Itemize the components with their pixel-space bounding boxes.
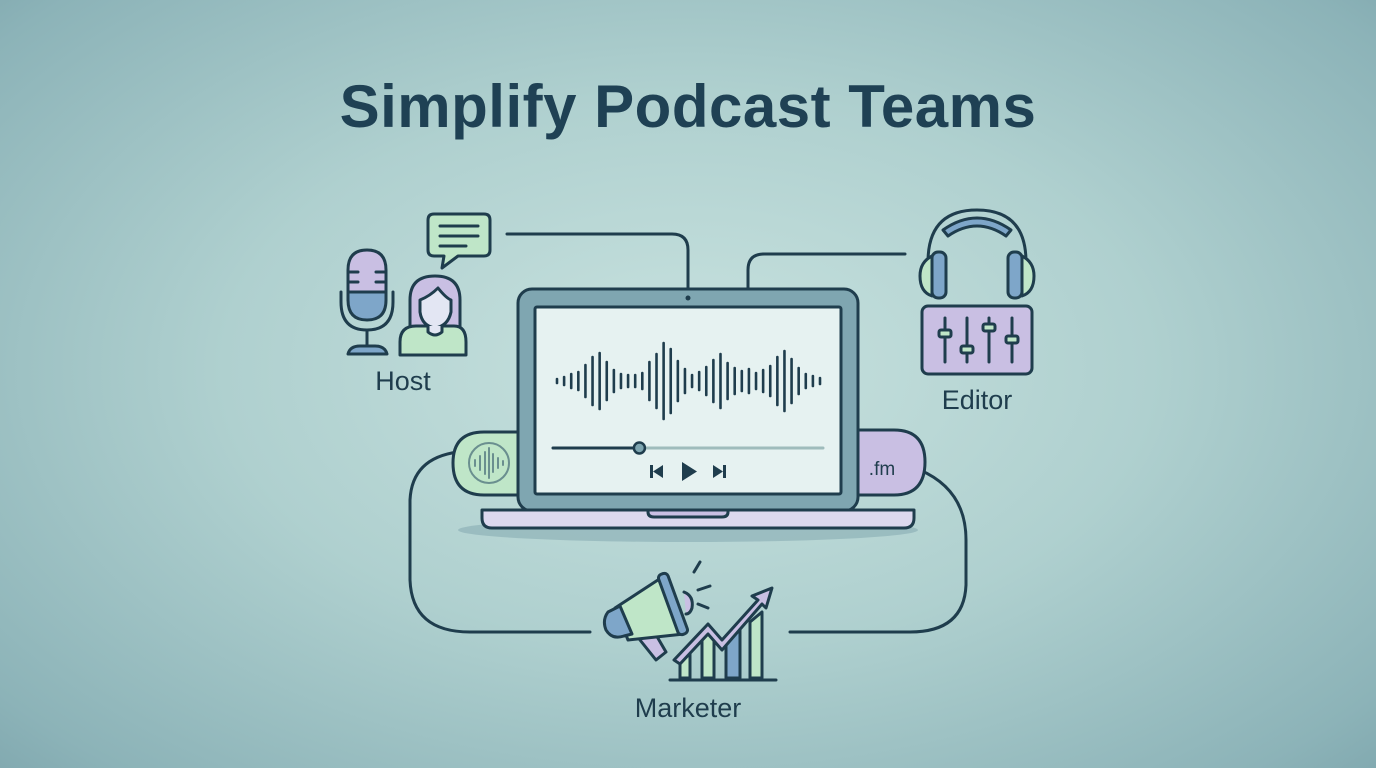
skip-forward-icon[interactable]	[713, 465, 726, 478]
audio-wave-circle-icon	[468, 442, 510, 484]
role-label-marketer: Marketer	[634, 693, 742, 723]
progress-knob[interactable]	[632, 441, 647, 455]
play-icon[interactable]	[682, 462, 697, 481]
connector-host-laptop	[505, 232, 690, 292]
connector-left-loop	[408, 450, 592, 634]
microphone-icon	[339, 248, 395, 356]
connector-lines	[408, 232, 968, 634]
audio-mixer-icon	[920, 304, 1034, 376]
host-avatar-icon	[398, 274, 468, 357]
domain-badge-text: .fm	[869, 459, 895, 480]
headphones-icon	[918, 208, 1036, 300]
megaphone-icon	[602, 560, 712, 662]
role-label-host: Host	[375, 366, 431, 396]
right-domain-pill	[854, 428, 927, 497]
page-title: Simplify Podcast Teams	[339, 73, 1037, 140]
skip-back-icon[interactable]	[650, 465, 663, 478]
connector-right-loop	[788, 468, 968, 634]
connector-laptop-editor	[746, 252, 907, 292]
audio-waveform	[555, 341, 822, 421]
growth-chart-icon	[668, 586, 778, 682]
role-label-editor: Editor	[941, 385, 1013, 415]
chat-bubble-icon	[426, 212, 492, 270]
laptop: .fm	[451, 287, 927, 542]
